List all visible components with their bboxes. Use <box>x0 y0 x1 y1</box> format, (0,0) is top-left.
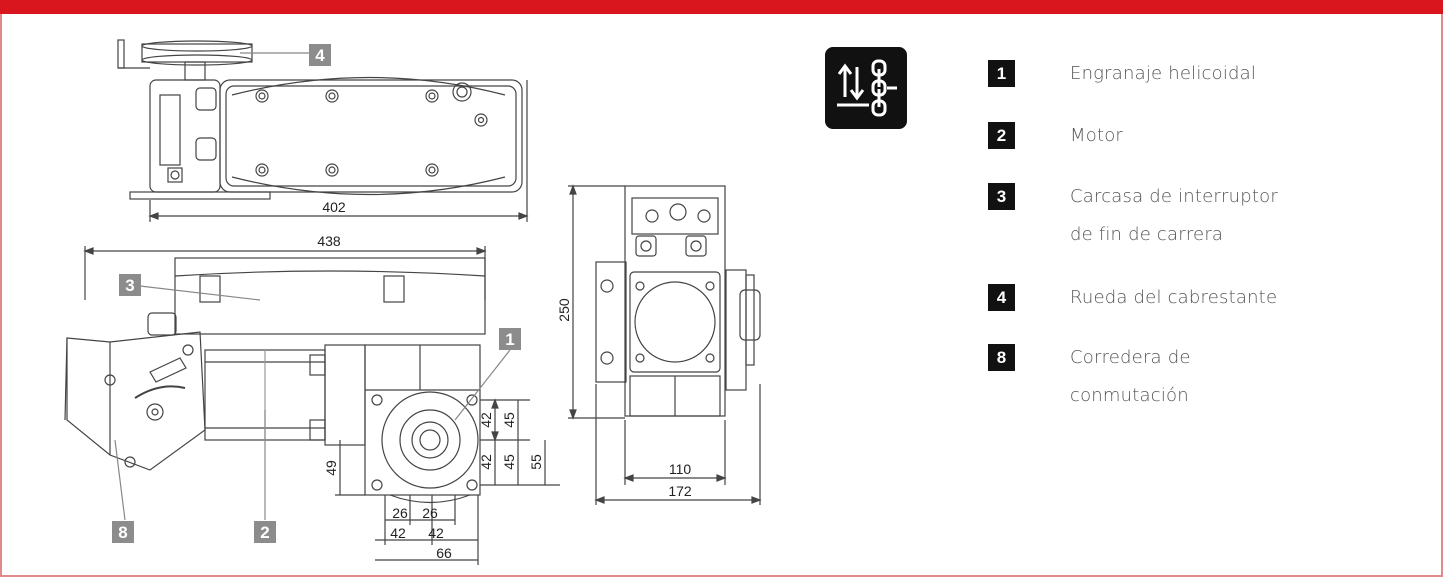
legend-number: 2 <box>988 122 1015 149</box>
end-view: 250 110 172 <box>556 184 762 505</box>
legend-number: 3 <box>988 183 1015 210</box>
dim-55: 55 <box>528 454 544 470</box>
dim-45-lower: 45 <box>501 454 517 470</box>
dim-250: 250 <box>556 298 572 322</box>
legend-label-line2: conmutación <box>1070 385 1189 406</box>
dim-438: 438 <box>317 233 341 249</box>
dim-42-upper: 42 <box>478 412 494 428</box>
dim-49: 49 <box>323 460 339 476</box>
dim-45-upper: 45 <box>501 412 517 428</box>
accent-top-bar <box>0 0 1443 14</box>
dim-26-right: 26 <box>422 505 438 521</box>
callout-8: 8 <box>118 523 127 542</box>
legend-label: Rueda del cabrestante <box>1070 287 1278 308</box>
legend-label: Corredera de <box>1070 347 1191 368</box>
legend-label: Motor <box>1070 125 1124 146</box>
up-down-arrows-chain-icon <box>825 47 907 129</box>
frame-border <box>0 14 1443 577</box>
dim-42-lower: 42 <box>478 454 494 470</box>
top-view: 402 4 <box>117 39 529 222</box>
dim-42-bottom-right: 42 <box>428 525 444 541</box>
side-view: 438 <box>64 233 560 565</box>
legend-label-line2: de fin de carrera <box>1070 224 1224 245</box>
legend-number: 8 <box>988 344 1015 371</box>
dim-66: 66 <box>436 545 452 561</box>
legend-label: Carcasa de interruptor <box>1070 186 1278 207</box>
dim-402: 402 <box>322 199 346 215</box>
legend-label: Engranaje helicoidal <box>1070 63 1257 84</box>
callout-4: 4 <box>315 46 325 65</box>
legend-number: 4 <box>988 284 1015 311</box>
callout-3: 3 <box>125 276 134 295</box>
dim-26-left: 26 <box>392 505 408 521</box>
callout-1: 1 <box>505 330 514 349</box>
dim-42-bottom-left: 42 <box>390 525 406 541</box>
legend-number: 1 <box>988 60 1015 87</box>
callout-2: 2 <box>260 523 269 542</box>
dim-110: 110 <box>669 461 692 477</box>
dim-172: 172 <box>668 483 692 499</box>
